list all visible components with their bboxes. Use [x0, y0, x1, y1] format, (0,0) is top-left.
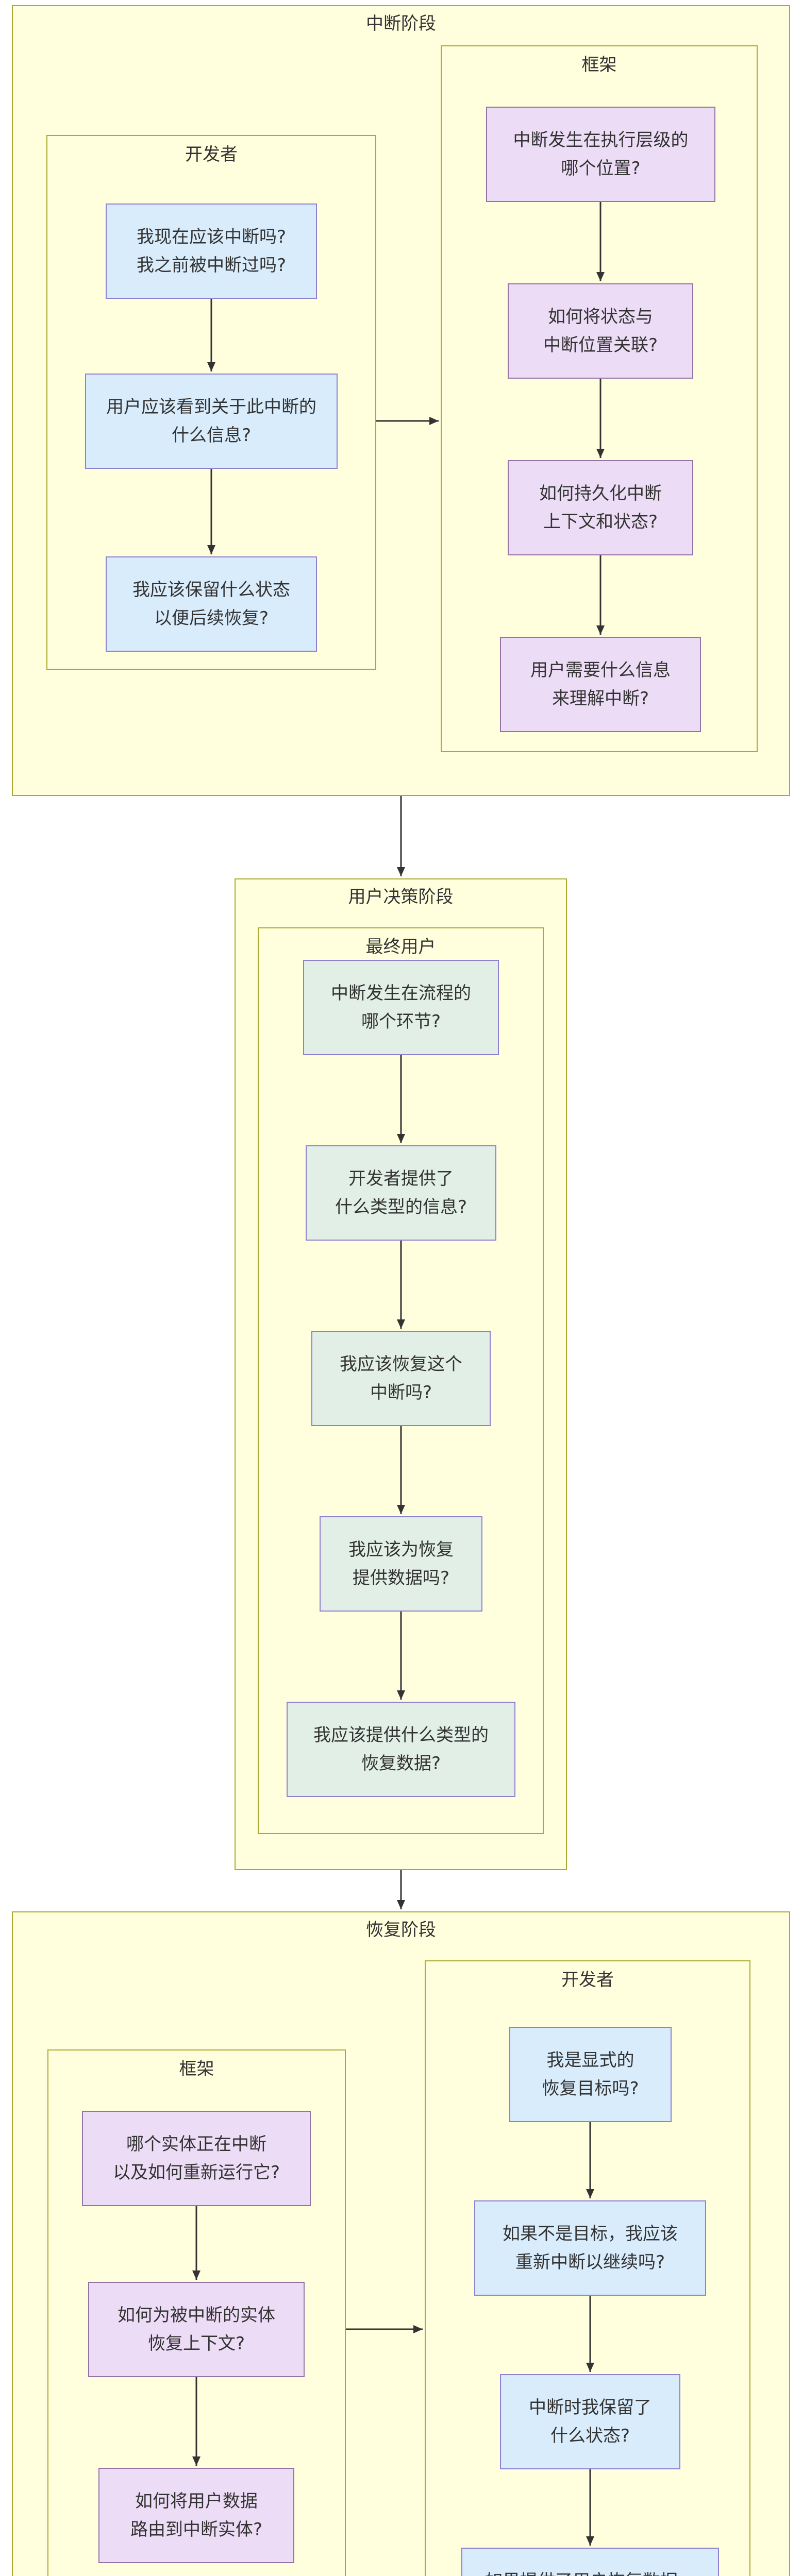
phase-user-decision-title: 用户决策阶段: [348, 887, 454, 907]
node-text-line: 用户应该看到关于此中断的: [106, 396, 316, 417]
node-text-line: 哪个位置?: [561, 158, 641, 179]
node-restore-entity-context: 如何为被中断的实体 恢复上下文?: [88, 2282, 305, 2377]
node-user-sees-info: 用户应该看到关于此中断的 什么信息?: [85, 374, 338, 469]
node-text-line: 我应该保留什么状态: [132, 579, 290, 600]
node-text-line: 我是显式的: [546, 2049, 634, 2071]
developer-subgraph-interruption-title: 开发者: [185, 144, 238, 165]
node-handle-user-resume-data: 如果提供了用户恢复数据， 该如何处理?: [461, 2548, 719, 2576]
node-state-kept-at-interrupt: 中断时我保留了 什么状态?: [500, 2374, 680, 2469]
node-should-resume: 我应该恢复这个 中断吗?: [311, 1331, 491, 1426]
node-explicit-resume-target: 我是显式的 恢复目标吗?: [509, 2027, 672, 2122]
node-text-line: 提供数据吗?: [352, 1567, 450, 1588]
node-text-line: 中断发生在执行层级的: [513, 129, 689, 150]
node-persist-context: 如何持久化中断 上下文和状态?: [508, 460, 693, 555]
end-user-subgraph-title: 最终用户: [365, 937, 436, 957]
phase-interruption-title: 中断阶段: [366, 13, 436, 34]
node-text-line: 我应该恢复这个: [340, 1353, 462, 1375]
node-text-line: 我应该为恢复: [348, 1539, 454, 1560]
node-text-line: 重新中断以继续吗?: [515, 2251, 665, 2273]
node-text-line: 什么状态?: [550, 2425, 630, 2446]
node-text-line: 如果不是目标，我应该: [503, 2223, 678, 2244]
node-associate-state: 如何将状态与 中断位置关联?: [508, 283, 693, 379]
node-text-line: 如何将用户数据: [135, 2490, 258, 2512]
node-text-line: 如何将状态与: [548, 306, 653, 327]
node-text-line: 哪个环节?: [361, 1011, 441, 1032]
node-which-step: 中断发生在流程的 哪个环节?: [303, 960, 499, 1055]
node-should-interrupt-now: 我现在应该中断吗? 我之前被中断过吗?: [106, 204, 317, 299]
node-text-line: 我现在应该中断吗?: [136, 226, 287, 247]
node-resume-data-type: 我应该提供什么类型的 恢复数据?: [287, 1702, 515, 1797]
node-which-entity-interrupting: 哪个实体正在中断 以及如何重新运行它?: [82, 2111, 311, 2206]
node-text-line: 中断发生在流程的: [331, 982, 471, 1004]
node-text-line: 如何持久化中断: [539, 483, 662, 504]
node-reinterrupt-to-continue: 如果不是目标，我应该 重新中断以继续吗?: [474, 2200, 706, 2296]
node-text-line: 来理解中断?: [552, 688, 649, 709]
node-text-line: 如果提供了用户恢复数据，: [485, 2567, 695, 2576]
node-text-line: 以便后续恢复?: [154, 607, 269, 629]
node-text-line: 如何为被中断的实体: [118, 2304, 275, 2326]
node-route-user-data: 如何将用户数据 路由到中断实体?: [98, 2468, 294, 2563]
developer-subgraph-recovery-title: 开发者: [561, 1970, 614, 1990]
node-text-line: 什么类型的信息?: [335, 1196, 467, 1217]
node-text-line: 路由到中断实体?: [130, 2519, 263, 2540]
node-provide-resume-data: 我应该为恢复 提供数据吗?: [320, 1516, 482, 1612]
node-text-line: 我之前被中断过吗?: [136, 255, 287, 276]
node-text-line: 中断时我保留了: [529, 2397, 651, 2418]
node-text-line: 上下文和状态?: [543, 511, 658, 532]
node-where-in-hierarchy: 中断发生在执行层级的 哪个位置?: [486, 107, 715, 202]
node-text-line: 中断位置关联?: [543, 334, 658, 355]
node-text-line: 中断吗?: [370, 1382, 432, 1403]
node-user-needs-info: 用户需要什么信息 来理解中断?: [500, 637, 701, 732]
node-text-line: 什么信息?: [171, 425, 252, 446]
node-text-line: 恢复目标吗?: [542, 2078, 639, 2099]
node-text-line: 我应该提供什么类型的: [313, 1724, 489, 1745]
node-text-line: 哪个实体正在中断: [126, 2133, 266, 2155]
node-state-to-keep: 我应该保留什么状态 以便后续恢复?: [106, 556, 317, 652]
framework-subgraph-interruption-title: 框架: [581, 55, 617, 75]
node-text-line: 以及如何重新运行它?: [112, 2162, 280, 2183]
framework-subgraph-recovery-title: 框架: [179, 2059, 214, 2079]
node-text-line: 恢复数据?: [361, 1753, 441, 1774]
node-dev-provided-info: 开发者提供了 什么类型的信息?: [306, 1145, 496, 1241]
node-text-line: 开发者提供了: [348, 1168, 454, 1189]
phase-recovery-title: 恢复阶段: [366, 1920, 436, 1940]
node-text-line: 恢复上下文?: [147, 2333, 245, 2354]
node-text-line: 用户需要什么信息: [530, 659, 671, 681]
